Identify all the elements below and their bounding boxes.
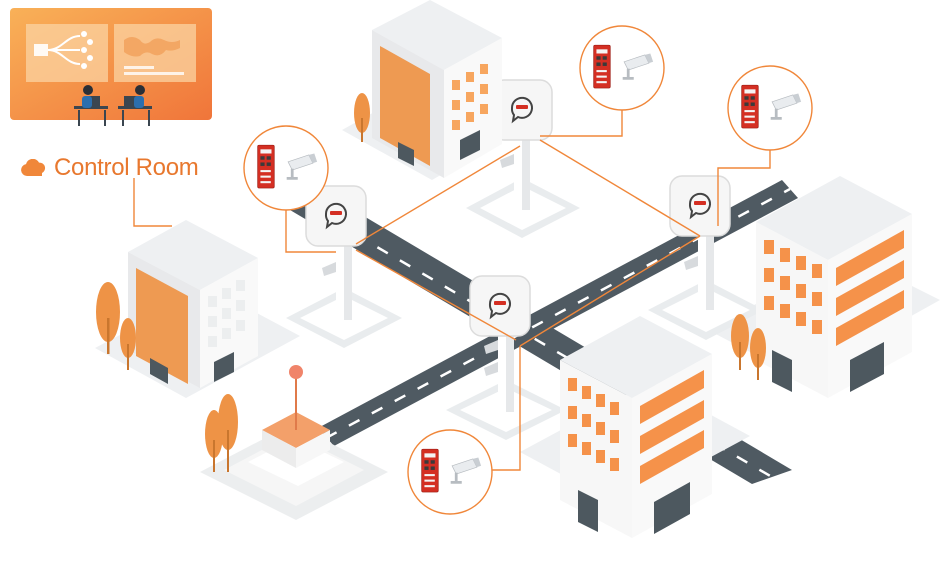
building-bottom (560, 316, 712, 538)
gateway-callout-bottom (407, 429, 493, 515)
monument (200, 365, 388, 520)
gateway-callout-top (579, 25, 665, 111)
building-left (128, 220, 258, 388)
link-left-top (355, 145, 521, 245)
link-right-center (519, 235, 701, 347)
pole-top (466, 79, 580, 238)
link-left-center (355, 249, 517, 341)
gateway-callout-left (243, 125, 329, 211)
gateway-callout-right (727, 65, 813, 151)
link-gw-right (717, 150, 771, 226)
cloud-icon (21, 159, 46, 176)
control-room-text: Control Room (54, 154, 199, 181)
pole-center (446, 275, 566, 440)
network-links (133, 110, 771, 471)
building-right (756, 176, 912, 398)
link-control-room (133, 178, 172, 227)
pole-left (286, 185, 402, 348)
control-room-label: Control Room (20, 152, 199, 184)
control-room-panel (10, 8, 212, 126)
link-gw-top (540, 110, 623, 137)
building-top (372, 0, 502, 178)
link-gw-left (285, 196, 336, 253)
trees (96, 93, 766, 472)
link-top-right (539, 139, 701, 237)
link-gw-bottom (488, 346, 521, 471)
